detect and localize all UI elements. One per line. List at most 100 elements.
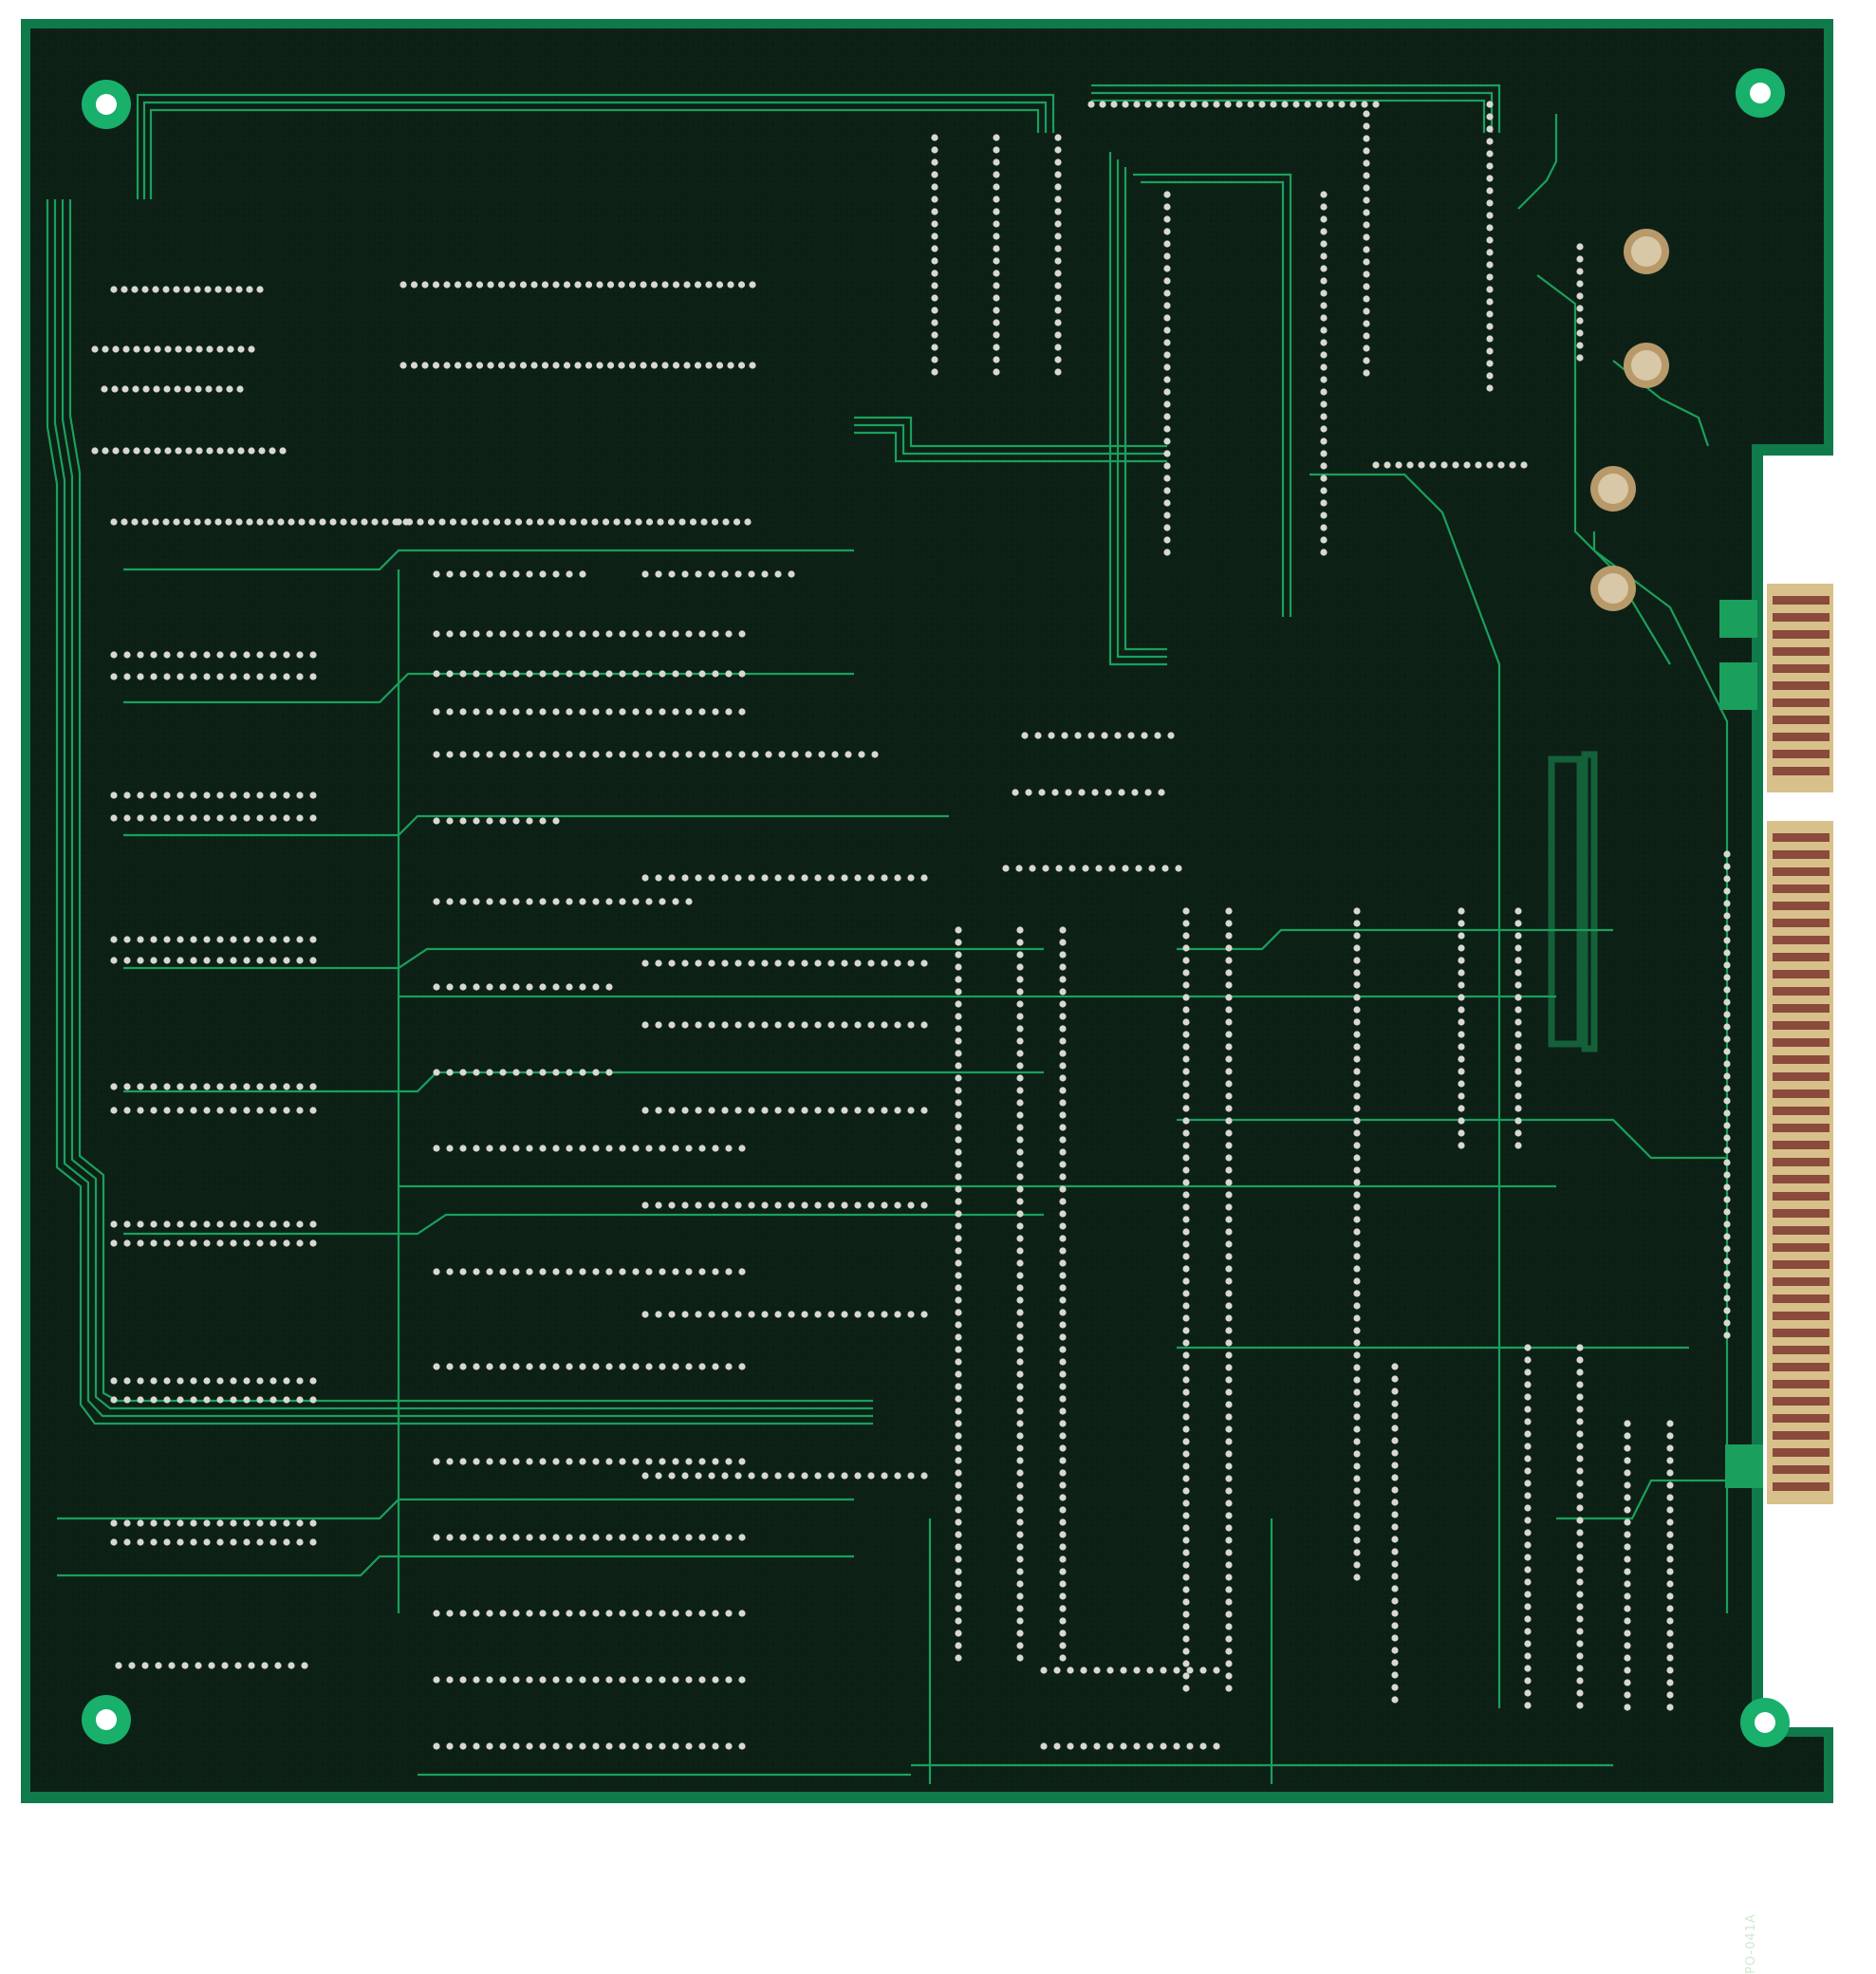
solder-pad bbox=[1391, 1486, 1399, 1494]
solder-pad bbox=[1225, 1142, 1233, 1149]
solder-pad bbox=[955, 1444, 962, 1452]
solder-pad bbox=[1486, 323, 1494, 330]
connector-finger bbox=[1773, 681, 1830, 690]
solder-pad bbox=[1624, 1592, 1631, 1600]
solder-pad bbox=[208, 1662, 215, 1669]
solder-pad bbox=[216, 1220, 224, 1228]
solder-pad bbox=[296, 1220, 304, 1228]
solder-pad bbox=[596, 281, 604, 289]
solder-pad bbox=[1576, 1591, 1584, 1598]
solder-pad bbox=[183, 518, 191, 526]
solder-pad bbox=[459, 1458, 467, 1465]
solder-pad bbox=[1524, 1554, 1532, 1561]
solder-pad bbox=[605, 708, 613, 716]
solder-pad bbox=[854, 1107, 862, 1114]
solder-pad bbox=[230, 673, 237, 680]
solder-pad bbox=[256, 1396, 264, 1404]
solder-pad bbox=[1182, 1117, 1190, 1125]
solder-pad bbox=[1576, 1566, 1584, 1574]
solder-pad bbox=[579, 1534, 586, 1541]
solder-pad bbox=[486, 1610, 493, 1617]
solder-pad bbox=[459, 1534, 467, 1541]
solder-pad bbox=[1225, 1351, 1233, 1359]
solder-pad bbox=[1182, 1253, 1190, 1260]
solder-pad bbox=[1054, 183, 1062, 191]
solder-pad bbox=[1182, 994, 1190, 1001]
solder-pad bbox=[123, 957, 131, 964]
solder-pad bbox=[115, 1662, 122, 1669]
solder-pad bbox=[955, 1087, 962, 1094]
solder-pad bbox=[579, 1610, 586, 1617]
solder-pad bbox=[541, 362, 549, 369]
solder-pad bbox=[685, 1534, 693, 1541]
solder-pad bbox=[655, 1107, 662, 1114]
solder-pad bbox=[993, 134, 1000, 141]
solder-pad bbox=[1363, 172, 1370, 179]
solder-pad bbox=[801, 874, 808, 882]
solder-pad bbox=[473, 670, 480, 678]
solder-pad bbox=[881, 1201, 888, 1209]
solder-pad bbox=[112, 345, 120, 353]
solder-pad bbox=[1225, 981, 1233, 989]
solder-pad bbox=[579, 708, 586, 716]
solder-pad bbox=[738, 670, 746, 678]
solder-pad bbox=[854, 1311, 862, 1318]
solder-pad bbox=[459, 708, 467, 716]
solder-pad bbox=[774, 1021, 782, 1029]
solder-pad bbox=[579, 570, 586, 578]
solder-pad bbox=[955, 1272, 962, 1279]
solder-pad bbox=[499, 817, 507, 825]
solder-pad bbox=[1270, 101, 1277, 108]
solder-pad bbox=[1225, 1648, 1233, 1655]
solder-pad bbox=[1524, 1504, 1532, 1512]
solder-pad bbox=[499, 751, 507, 758]
solder-pad bbox=[1624, 1506, 1631, 1514]
solder-pad bbox=[176, 1538, 184, 1546]
solder-pad bbox=[110, 518, 118, 526]
solder-pad bbox=[512, 1268, 520, 1276]
solder-pad bbox=[256, 791, 264, 799]
solder-pad bbox=[216, 791, 224, 799]
solder-pad bbox=[459, 1069, 467, 1076]
solder-pad bbox=[748, 1311, 755, 1318]
solder-pad bbox=[552, 983, 560, 991]
solder-pad bbox=[1576, 1640, 1584, 1648]
solder-pad bbox=[712, 670, 719, 678]
solder-pad bbox=[1723, 1233, 1731, 1240]
solder-pad bbox=[1099, 101, 1106, 108]
connector-finger bbox=[1773, 1107, 1830, 1115]
solder-pad bbox=[1199, 1742, 1207, 1750]
solder-pad bbox=[1016, 1580, 1024, 1588]
solder-pad bbox=[309, 673, 317, 680]
solder-pad bbox=[1059, 1333, 1067, 1341]
solder-pad bbox=[509, 281, 516, 289]
solder-pad bbox=[1458, 1142, 1465, 1149]
solder-pad bbox=[1723, 875, 1731, 883]
solder-pad bbox=[632, 708, 640, 716]
solder-pad bbox=[526, 518, 533, 526]
solder-pad bbox=[668, 570, 676, 578]
solder-pad bbox=[640, 362, 647, 369]
solder-pad bbox=[1372, 461, 1380, 469]
connector-finger bbox=[1773, 1277, 1830, 1286]
solder-pad bbox=[1624, 1568, 1631, 1575]
solder-pad bbox=[283, 936, 290, 943]
solder-pad bbox=[473, 751, 480, 758]
solder-pad bbox=[645, 1268, 653, 1276]
solder-pad bbox=[700, 518, 708, 526]
solder-pad bbox=[1353, 1290, 1361, 1297]
solder-pad bbox=[733, 518, 741, 526]
solder-pad bbox=[1225, 1462, 1233, 1470]
solder-pad bbox=[1723, 1072, 1731, 1080]
solder-pad bbox=[446, 751, 454, 758]
solder-pad bbox=[1016, 1136, 1024, 1144]
solder-pad bbox=[446, 1610, 454, 1617]
solder-pad bbox=[619, 670, 626, 678]
solder-pad bbox=[110, 1239, 118, 1247]
solder-pad bbox=[110, 814, 118, 822]
connector-finger bbox=[1773, 596, 1830, 605]
solder-pad bbox=[632, 1610, 640, 1617]
solder-pad bbox=[592, 1610, 600, 1617]
solder-pad bbox=[632, 898, 640, 905]
solder-pad bbox=[1353, 1314, 1361, 1322]
